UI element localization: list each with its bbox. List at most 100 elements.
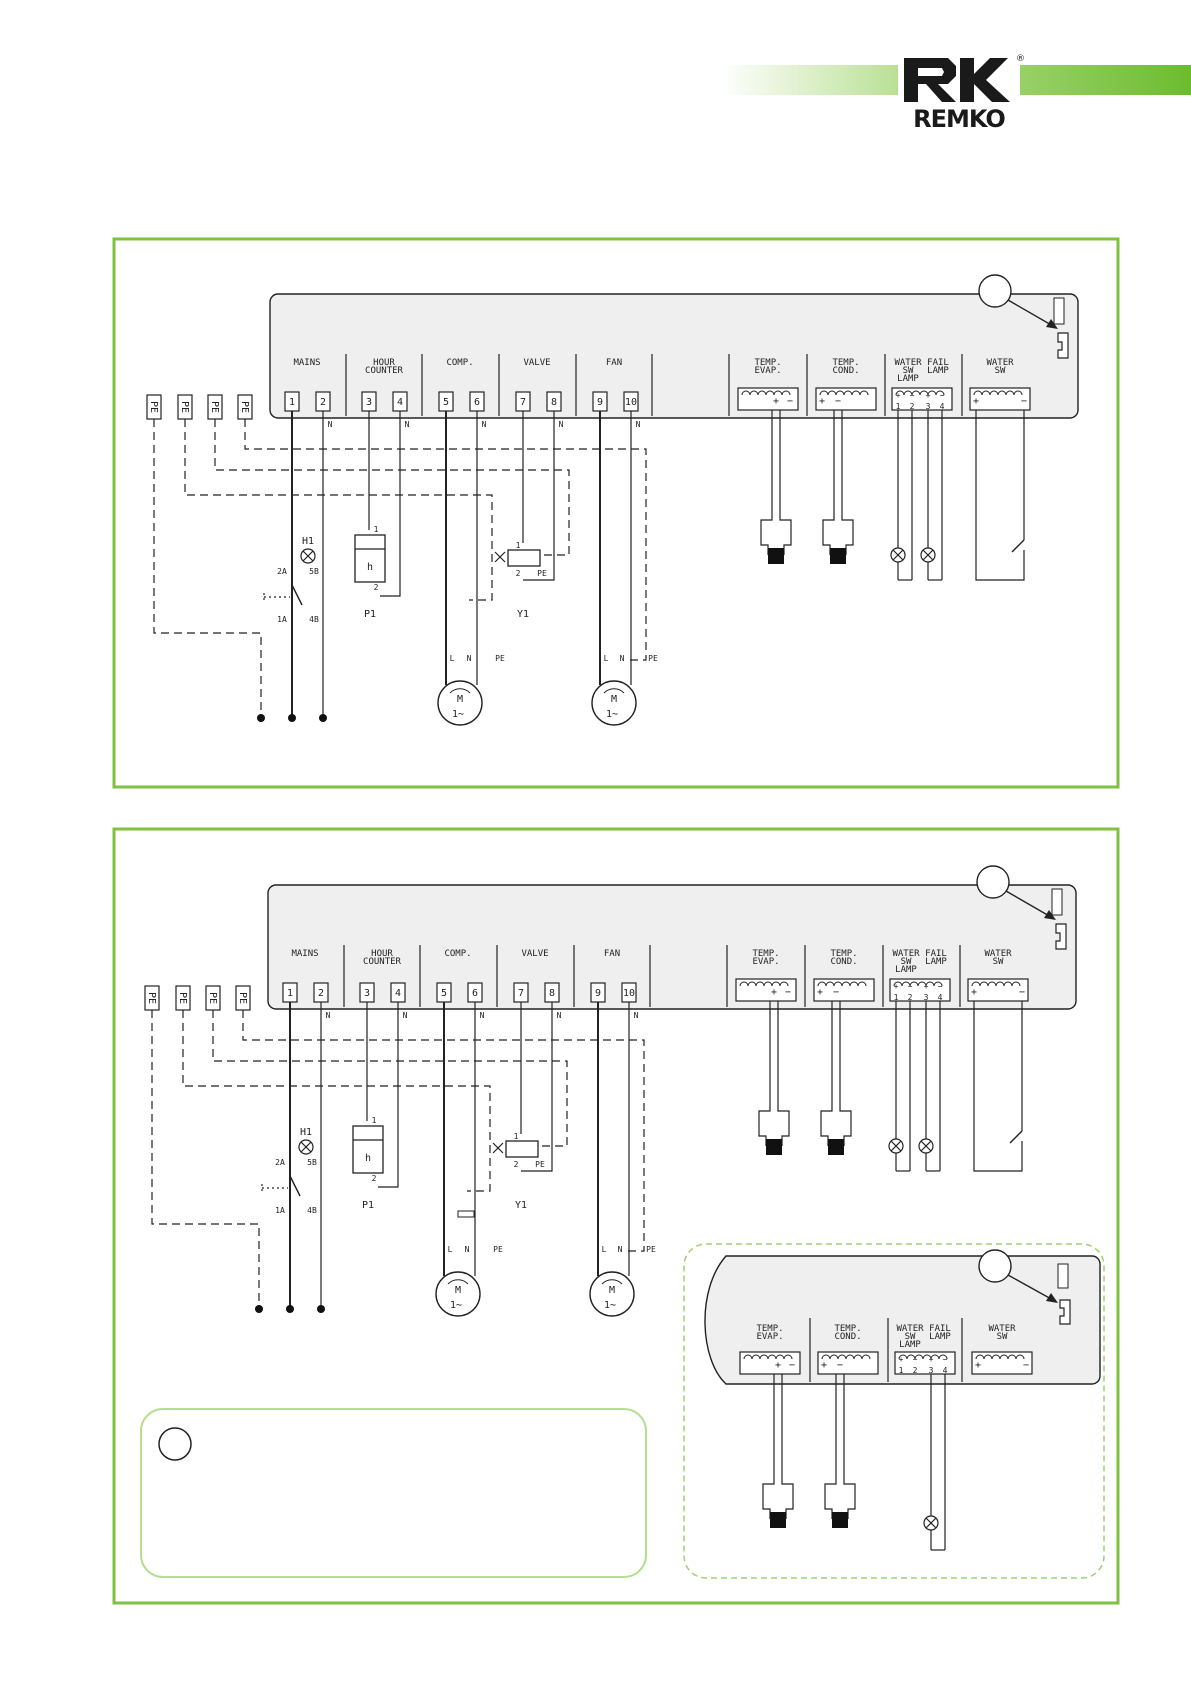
neutral-label: N xyxy=(557,1011,562,1020)
inset-water-sw: WATER xyxy=(896,1324,924,1334)
plus-label: + xyxy=(775,1360,781,1371)
switch-actuator xyxy=(263,593,290,602)
valve-wire xyxy=(521,1002,553,1172)
inset-water-fail-connector xyxy=(894,1351,956,1375)
module-fail-lamp-2: LAMP xyxy=(925,957,947,967)
module-water-sw-2: SW xyxy=(903,366,914,376)
valve-pin-1: 1 xyxy=(516,541,521,550)
minus-label: − xyxy=(938,982,943,991)
terminal-label: 1 xyxy=(287,988,293,999)
plus-label: + xyxy=(771,987,777,998)
inset-temp-evap: TEMP. xyxy=(756,1324,783,1334)
inset-water-fail-connector-pins xyxy=(898,1354,948,1360)
valve-symbol-icon xyxy=(492,1142,504,1154)
minus-label: − xyxy=(910,391,915,400)
module-water-sw: WATER xyxy=(892,949,920,959)
inset-fail-lamp: FAIL xyxy=(929,1324,951,1334)
p1-label: P1 xyxy=(364,609,376,620)
terminal-label: 8 xyxy=(549,988,555,999)
neutral-label: N xyxy=(403,1011,408,1020)
switch-1a-label: 1A xyxy=(275,1206,285,1215)
module-temp-evap: TEMP. xyxy=(754,358,781,368)
valve-pin-2: 2 xyxy=(516,569,521,578)
connector-icon xyxy=(1059,1299,1071,1325)
temp-evap-connector xyxy=(735,978,797,1002)
terminal-label: 3 xyxy=(364,988,370,999)
inset-marker-icon xyxy=(978,1249,1012,1283)
fan-motor-icon-arrow xyxy=(601,1279,623,1285)
switch-actuator xyxy=(261,1184,288,1193)
minus-label: − xyxy=(908,982,913,991)
neutral-label: N xyxy=(559,420,564,429)
brand-name: REMKO xyxy=(913,105,1006,133)
temp-cond-connector xyxy=(813,978,875,1002)
module-water-sw-label: SW xyxy=(995,366,1006,376)
compressor-motor-icon-ac-label: 1∼ xyxy=(450,1300,462,1311)
compressor-motor-icon-m-label: M xyxy=(455,1285,461,1296)
diagram-1-frame xyxy=(112,237,1120,789)
minus-label: − xyxy=(837,1360,843,1371)
module-fail-lamp: FAIL xyxy=(927,358,949,368)
inset-temp-evap-connector xyxy=(739,1351,801,1375)
terminal-label: 5 xyxy=(443,397,449,408)
switch-4b-label: 4B xyxy=(309,615,319,624)
minus-label: − xyxy=(943,1355,948,1364)
temp-evap-connector-pins xyxy=(741,390,791,396)
module-temp-cond-2: COND. xyxy=(830,957,857,967)
module-water-sw-2: SW xyxy=(901,957,912,967)
module-hour: HOUR xyxy=(373,358,395,368)
inset-fail-lamp-2: LAMP xyxy=(929,1332,951,1342)
module-water-sw: WATER xyxy=(894,358,922,368)
fan-n-label: N xyxy=(618,1245,623,1254)
lamp-cross xyxy=(300,1141,312,1153)
plus-label: + xyxy=(819,396,825,407)
hour-wire xyxy=(380,411,401,597)
inset-water: WATER xyxy=(988,1324,1016,1334)
registered-mark: ® xyxy=(1016,54,1025,64)
supply-dot xyxy=(286,1305,294,1313)
hour-pin-2: 2 xyxy=(374,583,379,592)
terminal-label: 7 xyxy=(520,397,526,408)
temp-evap-sensor-icon-tip xyxy=(768,548,784,564)
plus-label: + xyxy=(773,396,779,407)
temp-cond-sensor-icon xyxy=(822,410,854,555)
module-temp-cond-2: COND. xyxy=(832,366,859,376)
pin-3: 3 xyxy=(926,402,931,411)
water-switch-contact xyxy=(1009,1130,1023,1144)
supply-dot xyxy=(317,1305,325,1313)
module-water-sw-label: SW xyxy=(993,957,1004,967)
minus-label: − xyxy=(1021,396,1027,407)
terminal-label: 1 xyxy=(289,397,295,408)
hour-counter-h: h xyxy=(365,1153,371,1164)
temp-cond-connector-pins xyxy=(819,390,869,396)
connector-icon xyxy=(1057,1263,1069,1289)
pe-wire-mains xyxy=(151,1010,260,1309)
module-mains: MAINS xyxy=(293,358,320,368)
pin-1: 1 xyxy=(896,402,901,411)
plus-label: + xyxy=(894,982,899,991)
water-sw-connector xyxy=(967,978,1029,1002)
terminal-label: 7 xyxy=(518,988,524,999)
pe-label: PE xyxy=(237,992,248,1004)
module-water-lamp: LAMP xyxy=(897,374,919,384)
y1-label: Y1 xyxy=(517,609,529,620)
plus-label: + xyxy=(975,1360,981,1371)
terminal-label: 3 xyxy=(366,397,372,408)
pin-2: 2 xyxy=(908,993,913,1002)
module-counter: COUNTER xyxy=(363,957,402,967)
inset-temp-evap-connector-pins xyxy=(743,1354,793,1360)
water-fail-connector xyxy=(889,978,951,1002)
terminal-label: 9 xyxy=(595,988,601,999)
pe-wire-mains xyxy=(153,419,262,718)
inset-water-sw-connector-pins xyxy=(975,1354,1025,1360)
h1-label: H1 xyxy=(302,536,314,547)
water-fail-connector-pins xyxy=(893,981,943,987)
lamp-cross xyxy=(302,550,314,562)
valve-wire xyxy=(523,411,555,581)
plus-label: + xyxy=(973,396,979,407)
comp-l-label: L xyxy=(450,654,455,663)
switch-2a-label: 2A xyxy=(277,567,287,576)
water-sw-connector-pins xyxy=(971,981,1021,987)
